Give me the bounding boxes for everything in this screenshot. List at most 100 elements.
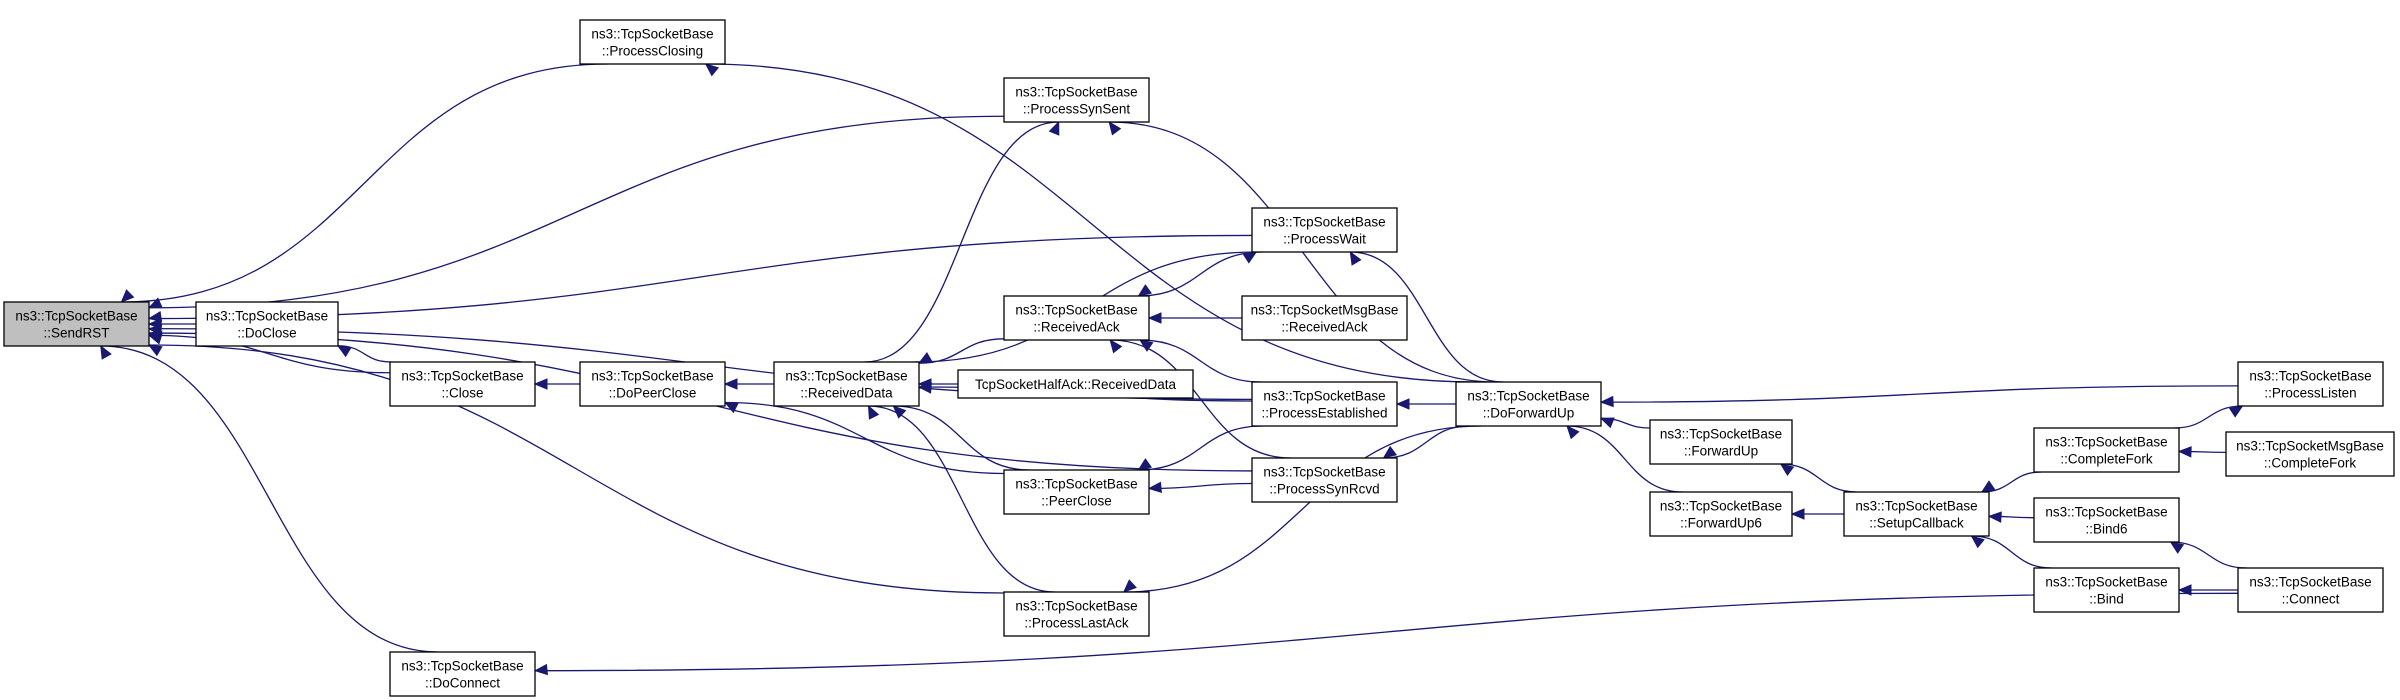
node-label-line: ns3::TcpSocketBase	[1660, 499, 1782, 514]
arrowhead	[1970, 535, 1985, 549]
node-label-line: ::ProcessListen	[2264, 386, 2356, 401]
node-receiveddata[interactable]: ns3::TcpSocketBase::ReceivedData	[773, 361, 920, 407]
node-processlastack[interactable]: ns3::TcpSocketBase::ProcessLastAck	[1003, 591, 1150, 637]
arrowhead	[147, 330, 163, 342]
arrowhead	[1987, 511, 2002, 523]
node-doforwardup[interactable]: ns3::TcpSocketBase::DoForwardUp	[1455, 381, 1602, 427]
node-label-line: ::ReceivedAck	[1033, 320, 1120, 335]
node-label-line: ns3::TcpSocketBase	[401, 369, 523, 384]
node-box	[1003, 77, 1150, 123]
node-label-line: ::PeerClose	[1041, 494, 1112, 509]
node-label-line: ns3::TcpSocketBase	[2045, 575, 2167, 590]
node-label-line: ::Close	[441, 386, 483, 401]
node-forwardup6[interactable]: ns3::TcpSocketBase::ForwardUp6	[1649, 491, 1793, 537]
node-box	[2033, 497, 2180, 543]
node-receivedack[interactable]: ns3::TcpSocketBase::ReceivedAck	[1003, 295, 1150, 341]
node-box	[2237, 567, 2384, 613]
node-label-line: ns3::TcpSocketMsgBase	[2236, 439, 2384, 454]
edge-setupcallback-to-forwardup	[1780, 463, 1857, 493]
arrowhead	[1109, 338, 1123, 354]
node-msgcompletefork[interactable]: ns3::TcpSocketMsgBase::CompleteFork	[2225, 431, 2395, 477]
node-label-line: ns3::TcpSocketBase	[785, 369, 907, 384]
node-label-line: ns3::TcpSocketBase	[2249, 575, 2371, 590]
node-label-line: ns3::TcpSocketBase	[206, 309, 328, 324]
arrowhead	[723, 401, 739, 414]
node-label-line: ns3::TcpSocketBase	[1015, 477, 1137, 492]
node-label-line: ::CompleteFork	[2060, 452, 2153, 467]
edge-close-to-docloseA	[337, 345, 391, 363]
edge-processlastack-to-receiveddata	[868, 405, 1055, 593]
node-halfack[interactable]: TcpSocketHalfAck::ReceivedData	[957, 369, 1194, 399]
arrowhead	[2177, 584, 2192, 596]
node-peerclose[interactable]: ns3::TcpSocketBase::PeerClose	[1003, 469, 1150, 515]
node-processsynsent[interactable]: ns3::TcpSocketBase::ProcessSynSent	[1003, 77, 1150, 123]
edge-doforwardup-to-processlastack	[1123, 425, 1482, 593]
node-label-line: ns3::TcpSocketMsgBase	[1251, 303, 1399, 318]
edge-processestablished-to-receivedack	[1139, 339, 1262, 383]
node-label-line: ::ProcessClosing	[602, 44, 703, 59]
node-box	[579, 19, 726, 65]
node-box	[957, 369, 1194, 399]
node-label-line: ns3::TcpSocketBase	[1660, 427, 1782, 442]
edge-peerclose-to-receiveddata	[893, 405, 1030, 471]
node-box	[2237, 361, 2384, 407]
arrowhead	[533, 663, 548, 676]
node-box	[1455, 381, 1602, 427]
edge-doforwardup-to-processclosing	[705, 63, 1476, 383]
edge-connect-to-doconnect	[534, 592, 2239, 672]
node-label-line: ns3::TcpSocketBase	[2045, 505, 2167, 520]
arrowhead	[533, 378, 548, 390]
node-label-line: ::DoConnect	[425, 676, 500, 691]
node-processwait[interactable]: ns3::TcpSocketBase::ProcessWait	[1251, 207, 1398, 253]
node-label-line: ::DoPeerClose	[609, 386, 697, 401]
node-processlisten[interactable]: ns3::TcpSocketBase::ProcessListen	[2237, 361, 2384, 407]
node-processsynrcvd[interactable]: ns3::TcpSocketBase::ProcessSynRcvd	[1251, 457, 1398, 503]
node-label-line: ns3::TcpSocketBase	[15, 309, 137, 324]
node-forwardup[interactable]: ns3::TcpSocketBase::ForwardUp	[1649, 419, 1793, 465]
arrowhead	[147, 297, 163, 309]
node-box	[2225, 431, 2395, 477]
node-dopeerclose[interactable]: ns3::TcpSocketBase::DoPeerClose	[579, 361, 726, 407]
node-box	[3, 301, 150, 347]
node-label-line: ns3::TcpSocketBase	[2045, 435, 2167, 450]
arrowhead	[1048, 120, 1060, 136]
edge-doconnect-to-sendrst	[100, 345, 439, 653]
edge-processlisten-to-doforwardup	[1600, 385, 2239, 403]
node-box	[1241, 295, 1408, 341]
edge-peerclose-to-dopeerclose	[724, 401, 1005, 475]
node-completefork[interactable]: ns3::TcpSocketBase::CompleteFork	[2033, 427, 2180, 473]
node-msgreceivedack[interactable]: ns3::TcpSocketMsgBase::ReceivedAck	[1241, 295, 1408, 341]
node-sendrst[interactable]: ns3::TcpSocketBase::SendRST	[3, 301, 150, 347]
edge-processwait-to-receivedack	[1138, 251, 1263, 297]
node-doconnect[interactable]: ns3::TcpSocketBase::DoConnect	[389, 651, 536, 697]
arrowhead	[1147, 481, 1162, 494]
node-box	[1649, 419, 1793, 465]
node-label-line: ns3::TcpSocketBase	[1263, 465, 1385, 480]
arrowhead	[1138, 339, 1154, 352]
node-label-line: ::ReceivedData	[800, 386, 893, 401]
node-label-line: ::Connect	[2282, 592, 2340, 607]
edge-forwardup6-to-doforwardup	[1566, 425, 1683, 493]
node-label-line: ::ProcessEstablished	[1261, 406, 1387, 421]
node-close[interactable]: ns3::TcpSocketBase::Close	[389, 361, 536, 407]
node-processclosing[interactable]: ns3::TcpSocketBase::ProcessClosing	[579, 19, 726, 65]
node-processestablished[interactable]: ns3::TcpSocketBase::ProcessEstablished	[1251, 381, 1398, 427]
node-setupcallback[interactable]: ns3::TcpSocketBase::SetupCallback	[1843, 491, 1990, 537]
node-docloseA[interactable]: ns3::TcpSocketBase::DoClose	[195, 301, 339, 347]
edge-processsynrcvd-to-peerclose	[1148, 482, 1253, 490]
arrowhead	[120, 289, 135, 303]
node-label-line: ::DoForwardUp	[1483, 406, 1575, 421]
arrowhead	[2228, 405, 2244, 418]
arrowhead	[1790, 508, 1805, 520]
node-label-line: ::ForwardUp6	[1680, 516, 1762, 531]
node-bind[interactable]: ns3::TcpSocketBase::Bind	[2033, 567, 2180, 613]
arrowhead	[1137, 458, 1153, 471]
arrowhead	[1566, 425, 1580, 440]
edge-processwait-to-sendrst	[148, 234, 1253, 320]
node-bind6[interactable]: ns3::TcpSocketBase::Bind6	[2033, 497, 2180, 543]
arrowhead	[917, 351, 933, 364]
arrowhead	[1599, 417, 1615, 429]
edge-completefork-to-processlisten	[2174, 405, 2243, 429]
edge-bind-to-setupcallback	[1971, 535, 2052, 569]
node-connect[interactable]: ns3::TcpSocketBase::Connect	[2237, 567, 2384, 613]
